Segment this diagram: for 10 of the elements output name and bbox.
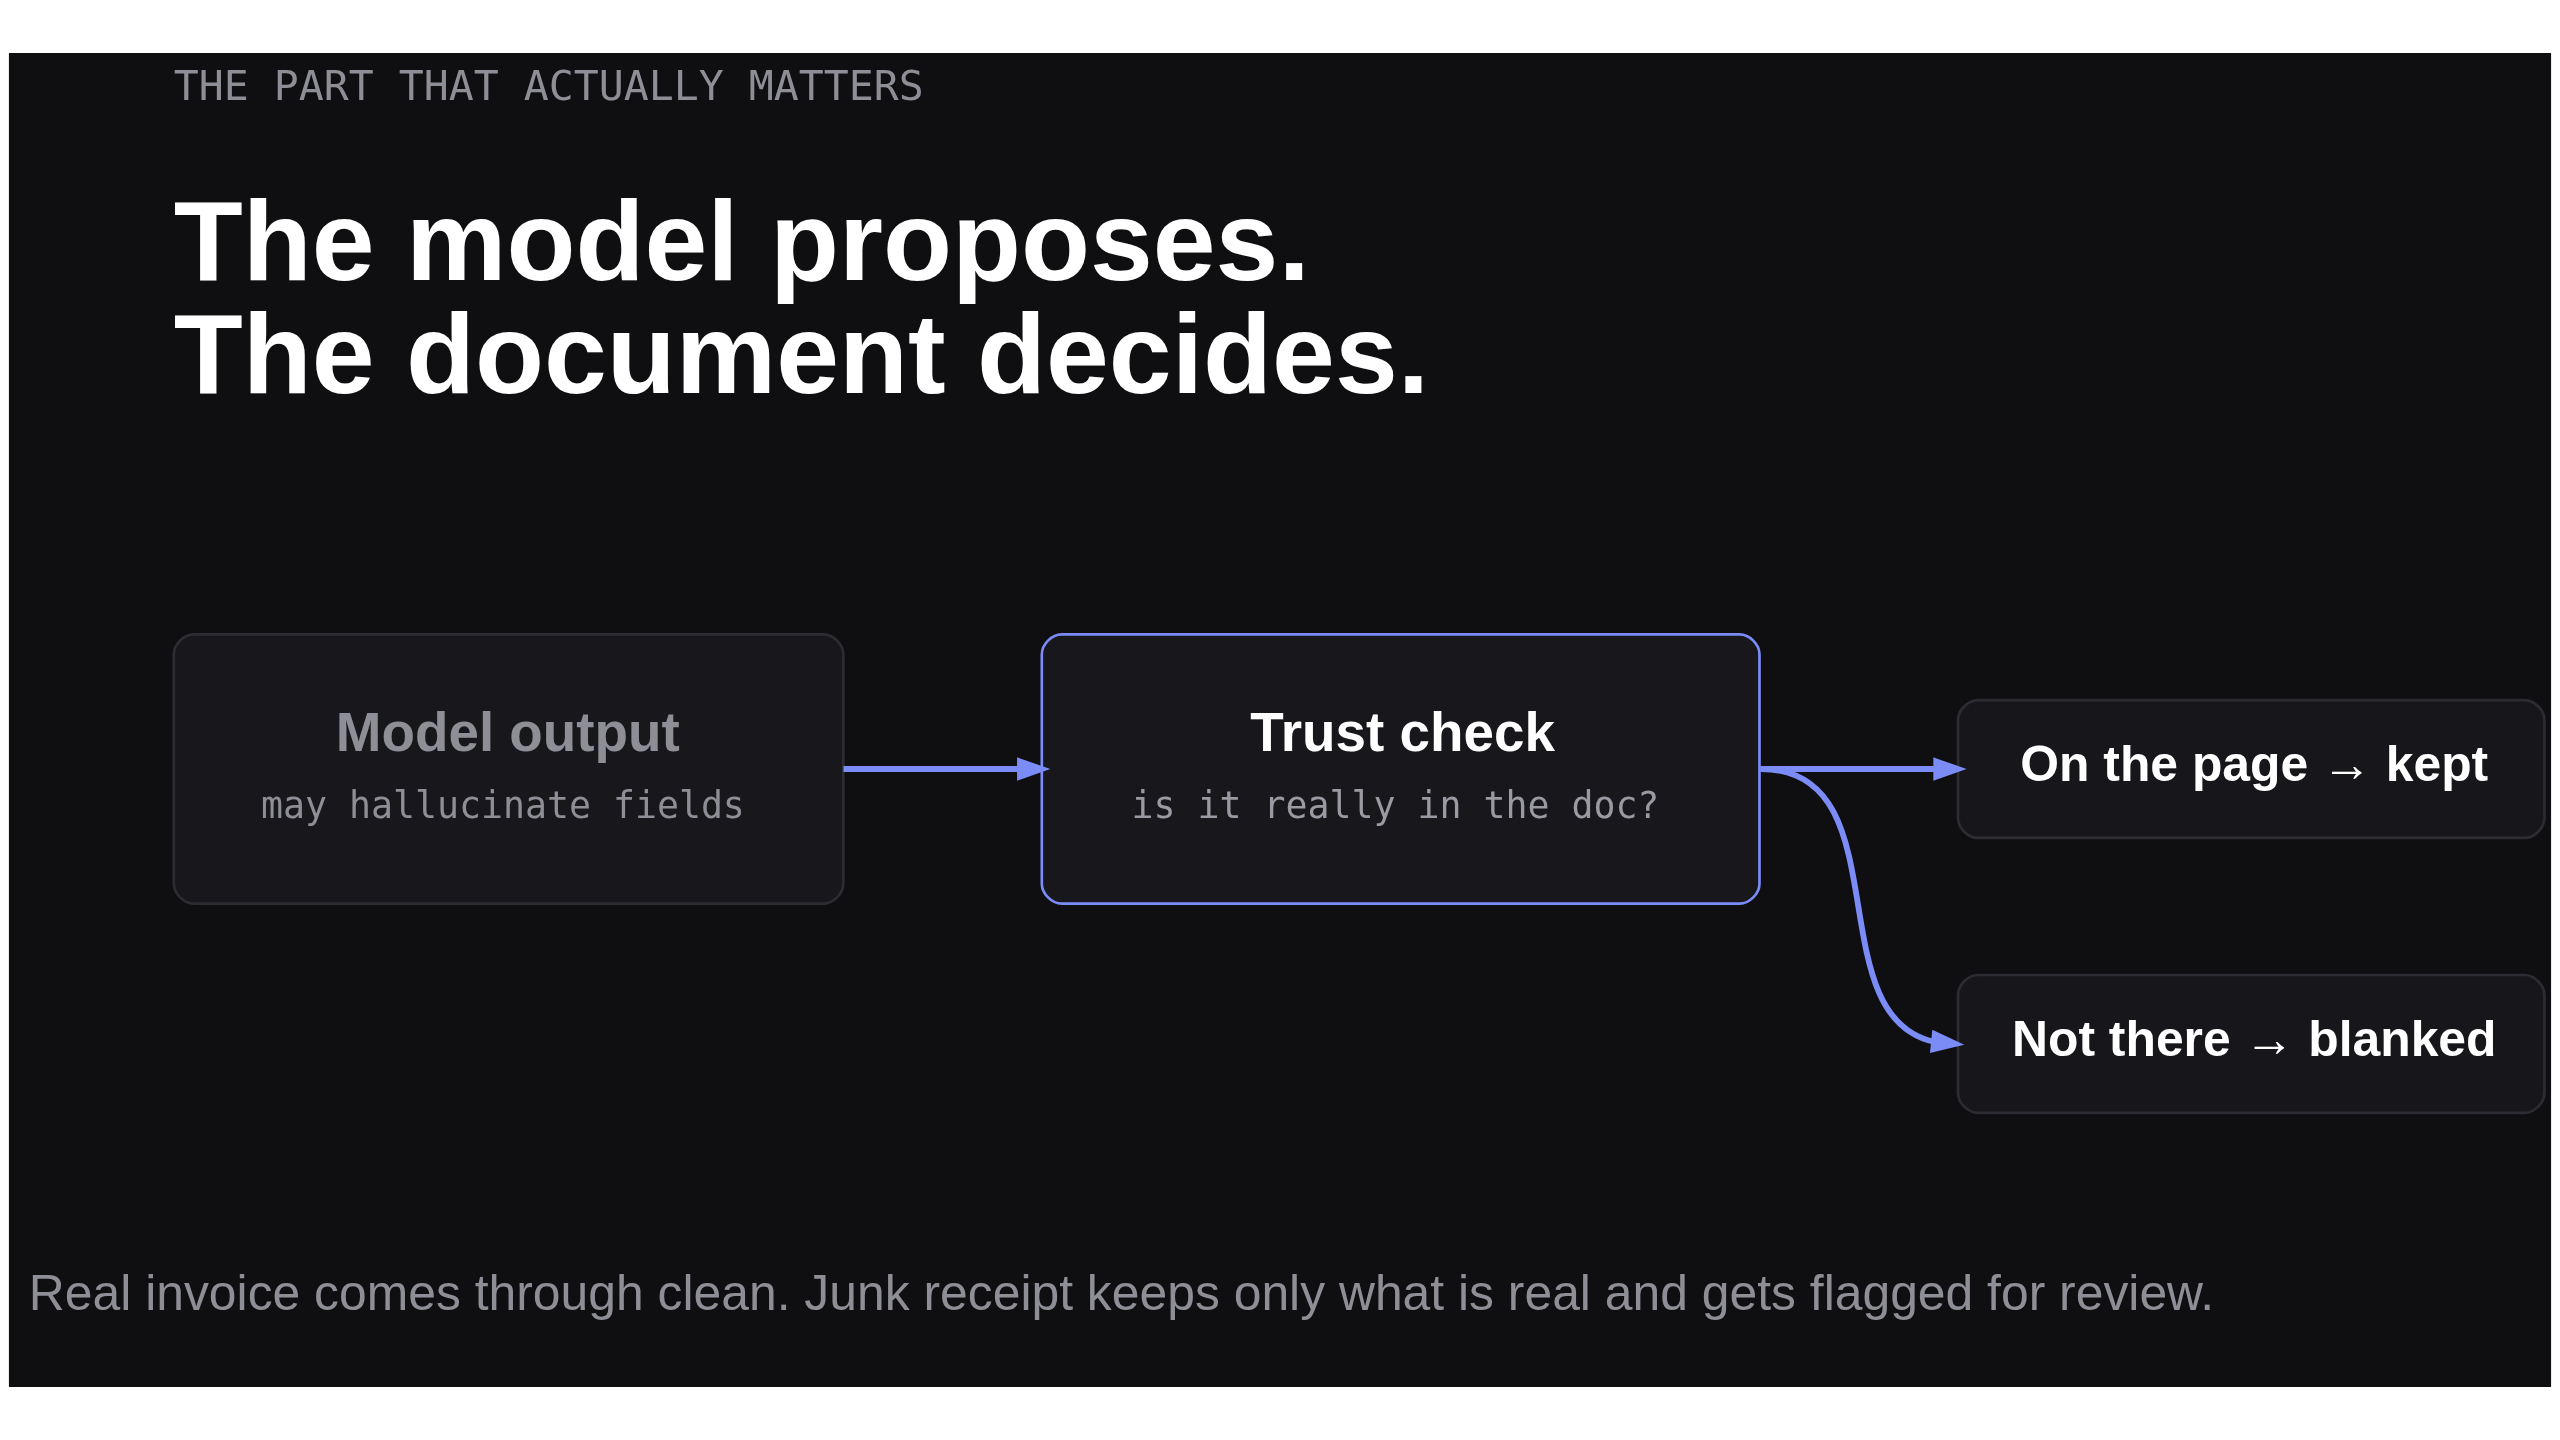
arrow — [843, 757, 1051, 781]
caption: Real invoice comes through clean. Junk receipt keeps only what is real and gets flagged for review. — [28, 1264, 2215, 1321]
node-box: Model output may hallucinate fields — [172, 633, 845, 905]
label: THE PART THAT ACTUALLY MATTERS — [173, 60, 924, 110]
node-box: On the page → kept — [1956, 698, 2546, 840]
arrow — [1760, 757, 1967, 781]
diagram-title: The model proposes. The document decides. — [173, 177, 1430, 417]
node-box: Not there → blanked — [1956, 973, 2546, 1115]
arrow — [1760, 766, 1965, 1054]
node-box: Trust check is it really in the doc? — [1040, 633, 1761, 905]
